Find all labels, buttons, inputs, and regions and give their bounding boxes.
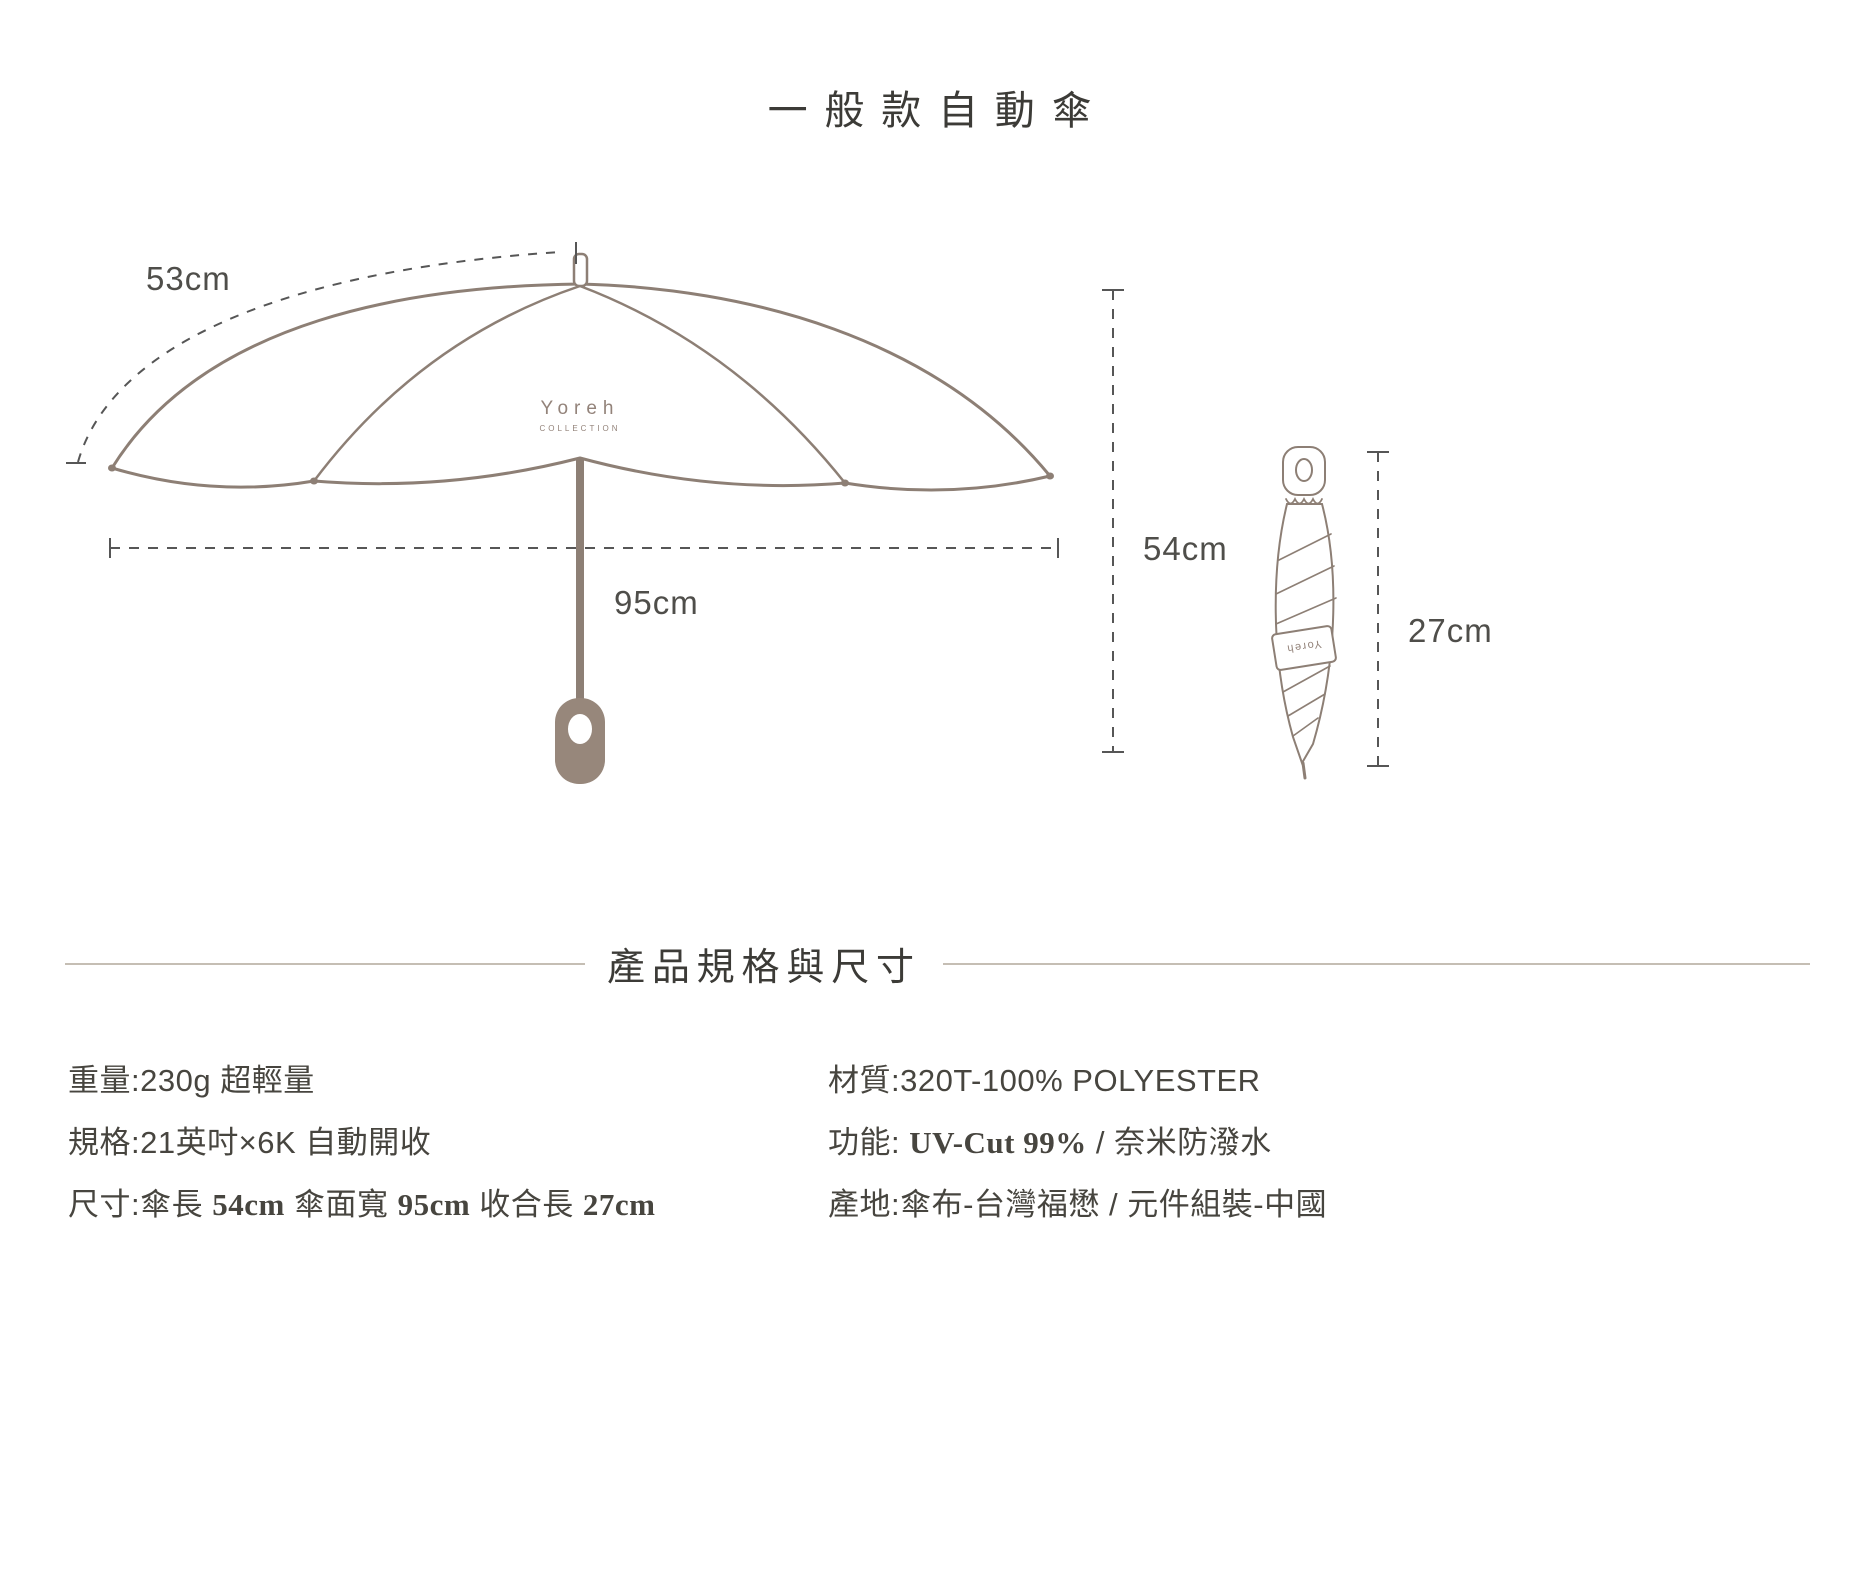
fold-lines <box>1275 533 1337 737</box>
umbrella-rib-left <box>312 284 582 483</box>
spec-model: 規格:21英吋×6K 自動開收 <box>68 1125 432 1160</box>
spec-function: 功能: UV-Cut 99% / 奈米防潑水 <box>828 1125 1272 1160</box>
divider-line-right <box>942 962 1810 965</box>
dim-label-canopy-arc: 53cm <box>146 260 231 297</box>
handle-hole <box>568 714 592 744</box>
section-title: 產品規格與尺寸 <box>607 947 921 989</box>
dim-label-canopy-width: 95cm <box>614 584 699 621</box>
dim-label-folded-length: 27cm <box>1408 612 1493 649</box>
dim-arc-53 <box>66 242 577 464</box>
divider-line-left <box>65 962 585 965</box>
spec-material: 材質:320T-100% POLYESTER <box>828 1063 1261 1098</box>
dim-folded-27 <box>1367 451 1389 767</box>
rib-tip-caps <box>108 464 1054 487</box>
umbrella-top-nub <box>572 252 589 288</box>
folded-umbrella-drawing: Yoreh <box>1271 446 1337 780</box>
strap-brand-text: Yoreh <box>1285 637 1322 654</box>
specs-right-column: 材質:320T-100% POLYESTER 功能: UV-Cut 99% / … <box>828 1050 1327 1236</box>
dim-label-open-height: 54cm <box>1143 530 1228 567</box>
umbrella-diagram: Yoreh <box>66 242 1389 784</box>
dim-width-95 <box>109 538 1059 558</box>
page-title: 一般款自動傘 <box>767 88 1109 133</box>
spec-weight: 重量:230g 超輕量 <box>68 1063 315 1098</box>
spec-size: 尺寸:傘長 54cm 傘面寬 95cm 收合長 27cm <box>68 1187 656 1222</box>
umbrella-rib-right <box>578 284 847 485</box>
section-header: 產品規格與尺寸 <box>65 936 1810 991</box>
dim-height-54 <box>1102 289 1124 753</box>
strap: Yoreh <box>1271 625 1337 671</box>
brand-logo-subtext: COLLECTION <box>539 424 621 433</box>
umbrella-canopy <box>109 282 1053 492</box>
spec-origin: 產地:傘布-台灣福懋 / 元件組裝-中國 <box>828 1187 1328 1222</box>
specs-left-column: 重量:230g 超輕量 規格:21英吋×6K 自動開收 尺寸:傘長 54cm 傘… <box>68 1050 655 1236</box>
brand-logo-text: Yoreh <box>540 398 620 419</box>
open-umbrella-drawing <box>108 252 1054 784</box>
